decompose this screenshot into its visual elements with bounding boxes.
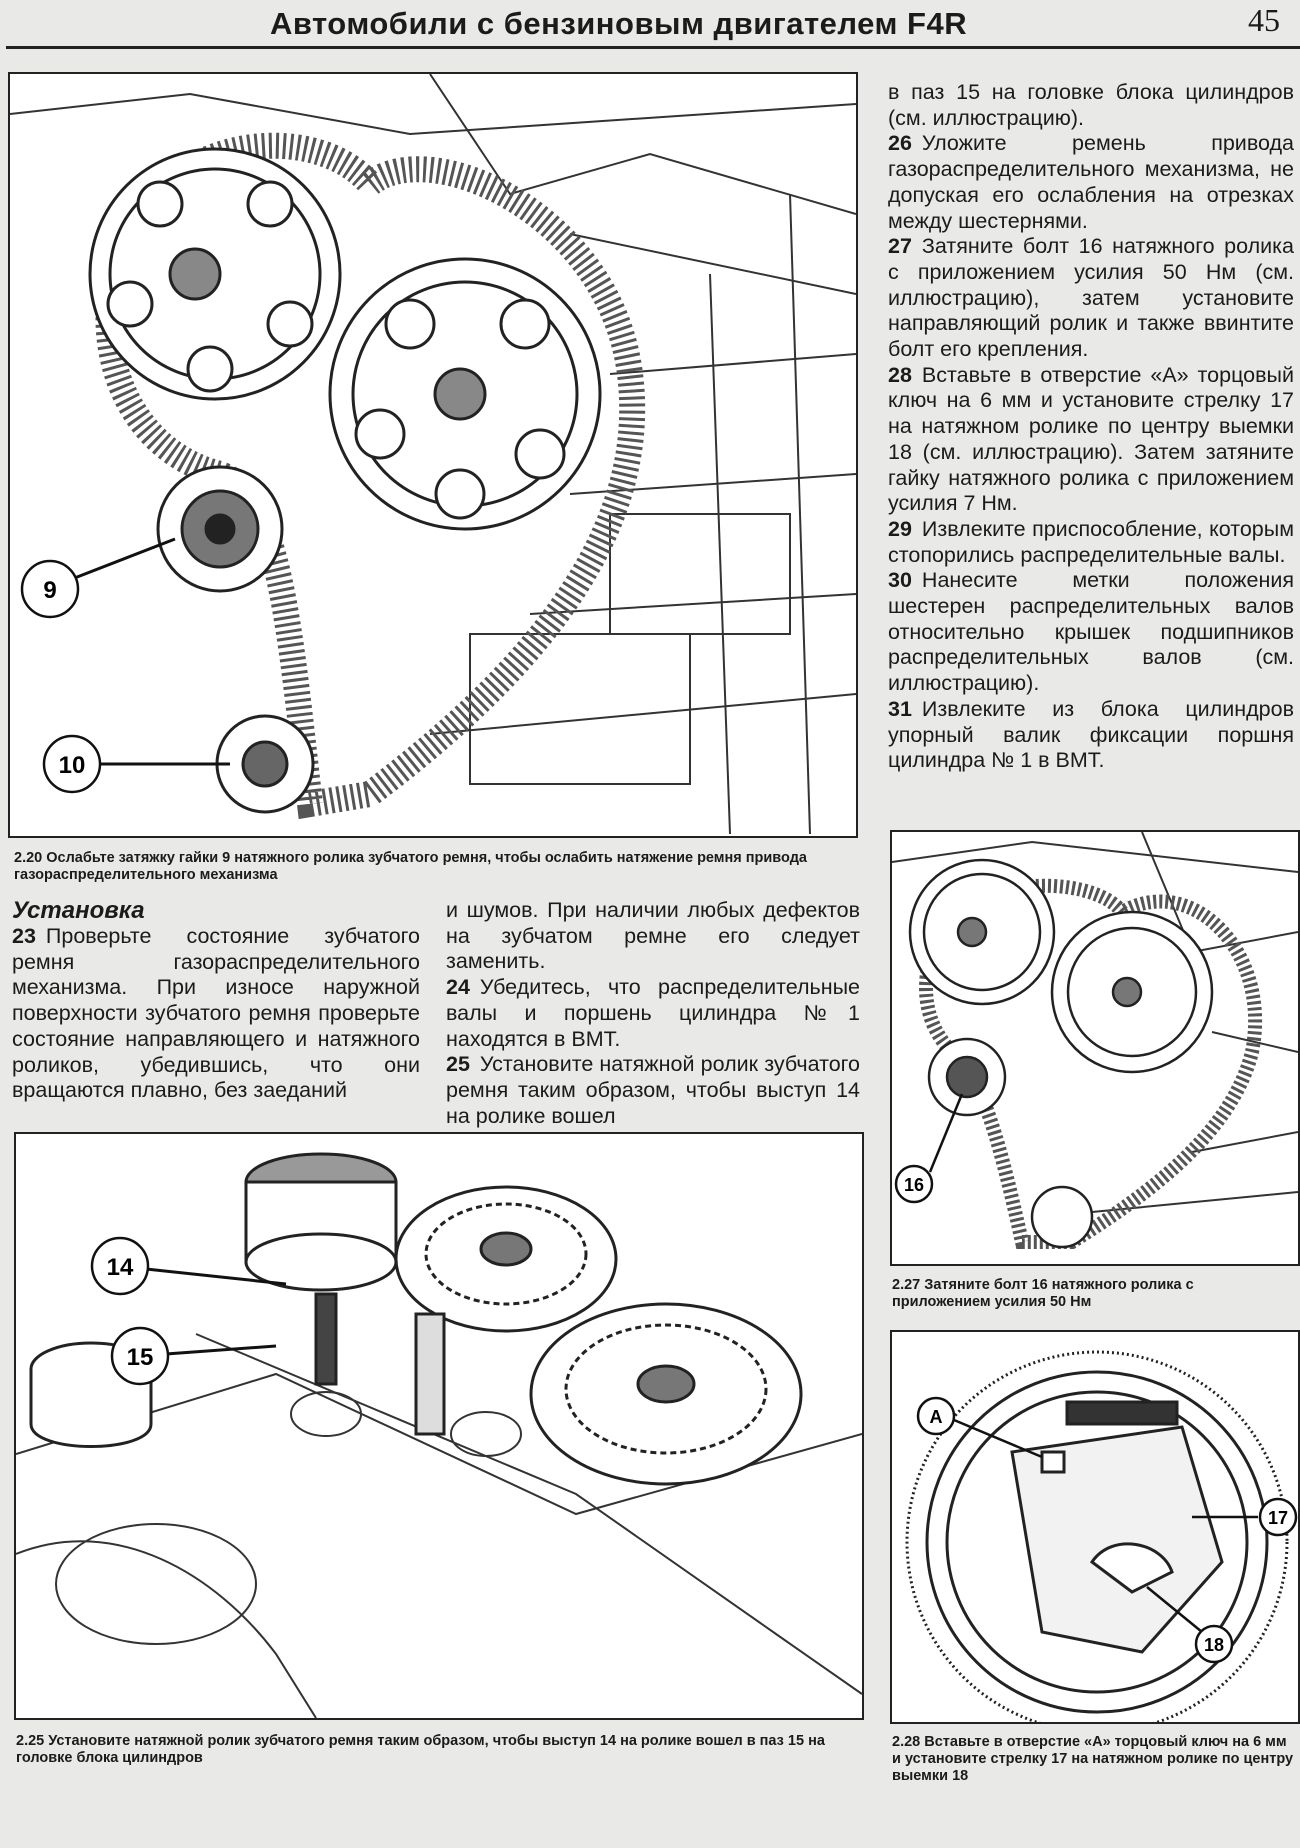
- tensioner-bolt-diagram: 16: [892, 832, 1298, 1249]
- svg-text:17: 17: [1268, 1508, 1288, 1528]
- paragraph-continued: в паз 15 на головке блока цилиндров (см.…: [888, 80, 1294, 130]
- svg-text:10: 10: [59, 752, 86, 779]
- tensioner-arrow-diagram: A 17 18: [905, 1350, 1298, 1722]
- callout-a: A: [916, 1396, 1043, 1459]
- figure-2-28: A 17 18: [890, 1330, 1300, 1724]
- callout-18: 18: [1146, 1586, 1234, 1664]
- callout-9: 9: [20, 537, 176, 619]
- figure-2-27-caption: 2.27 Затяните болт 16 натяжного ролика с…: [892, 1277, 1194, 1310]
- svg-text:9: 9: [43, 577, 56, 604]
- figure-2-27: 16: [890, 830, 1300, 1266]
- figure-2-28-caption: 2.28 Вставьте в отверстие «А» торцовый к…: [892, 1734, 1294, 1784]
- middle-column-text: и шумов. При наличии любых дефектов на з…: [446, 898, 860, 1129]
- svg-text:A: A: [930, 1407, 943, 1427]
- callout-16: 16: [894, 1093, 964, 1204]
- svg-text:18: 18: [1204, 1635, 1224, 1655]
- timing-belt-diagram: 9 10: [10, 74, 856, 835]
- callout-14: 14: [90, 1236, 287, 1296]
- callout-17: 17: [1192, 1497, 1298, 1537]
- svg-text:16: 16: [904, 1175, 924, 1195]
- page-number: 45: [1248, 2, 1280, 38]
- header-rule: [6, 46, 1300, 49]
- figure-2-25-caption: 2.25 Установите натяжной ролик зубчатого…: [16, 1733, 825, 1766]
- figure-2-20-caption: 2.20 Ослабьте затяжку гайки 9 натяжного …: [14, 850, 807, 883]
- paragraph-continued-mid: и шумов. При наличии любых дефектов на з…: [446, 898, 860, 974]
- figure-2-25: 14 15: [14, 1132, 864, 1720]
- svg-text:14: 14: [107, 1254, 134, 1281]
- right-column-text: в паз 15 на головке блока цилиндров (см.…: [888, 80, 1294, 774]
- callout-10: 10: [42, 734, 230, 794]
- tensioner-install-diagram: 14 15: [16, 1152, 862, 1718]
- figure-2-20: 9 10: [8, 72, 858, 838]
- callout-15: 15: [110, 1326, 277, 1386]
- svg-text:15: 15: [127, 1344, 154, 1371]
- page-header-title: Автомобили с бензиновым двигателем F4R: [270, 6, 968, 41]
- section-heading: Установка: [12, 897, 145, 924]
